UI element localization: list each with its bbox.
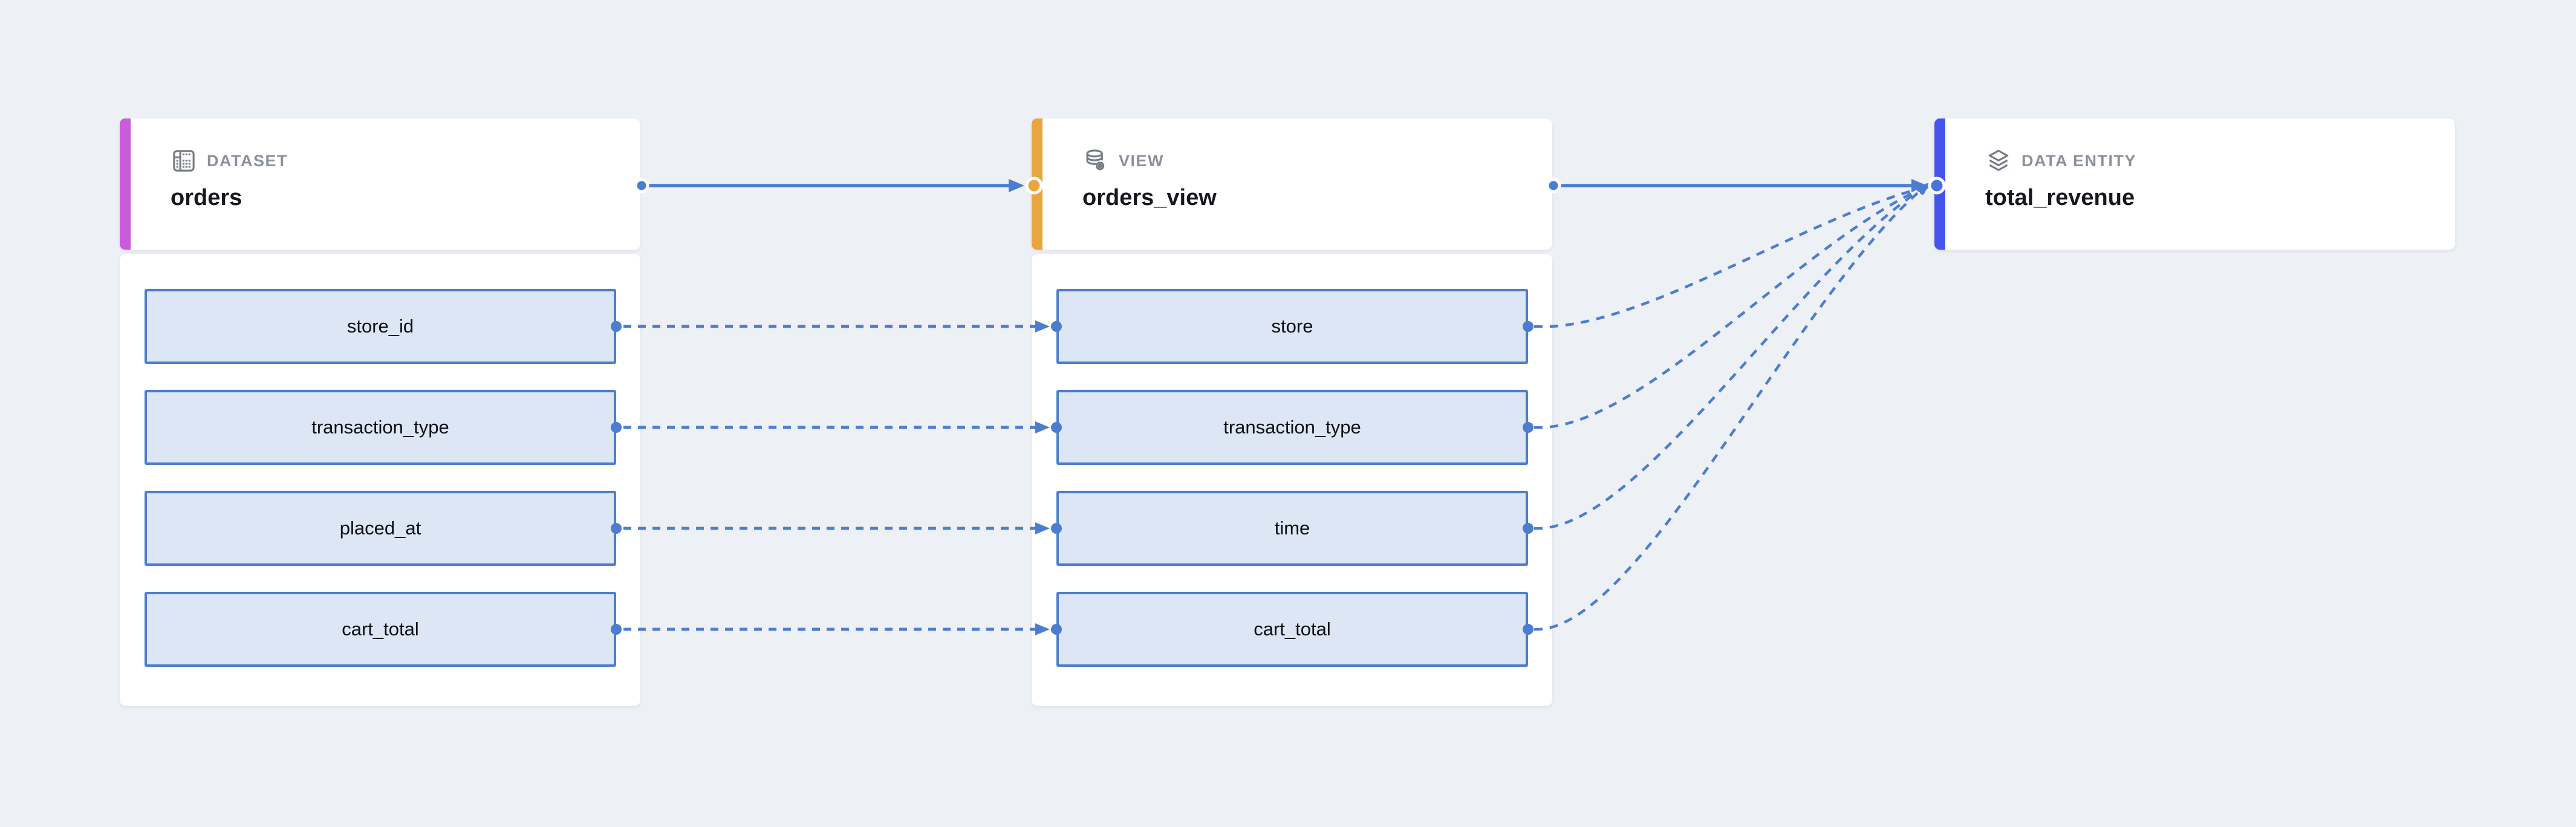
- field-orders_view-cart_total[interactable]: cart_total: [1056, 592, 1528, 667]
- edge-orders-cart_total-to-orders_view-cart_total-target-dot: [1051, 624, 1062, 635]
- table-icon: [173, 150, 195, 172]
- node-title: orders_view: [1082, 185, 1217, 210]
- field-label: store: [1271, 316, 1313, 337]
- edge-orders-store_id-to-orders_view-store-source-dot: [611, 321, 622, 332]
- node-title: total_revenue: [1985, 185, 2135, 210]
- edge-orders-transaction_type-to-orders_view-transaction_type-source-dot: [611, 422, 622, 433]
- field-label: transaction_type: [1223, 417, 1361, 438]
- edge-orders_view-time-to-total_revenue-source-dot: [1523, 523, 1534, 534]
- node-type-label: DATASET: [207, 151, 288, 170]
- edge-orders-to-orders_view-source-dot: [634, 178, 649, 193]
- field-orders-cart_total[interactable]: cart_total: [145, 592, 616, 667]
- field-label: transaction_type: [311, 417, 449, 438]
- edge-orders-cart_total-to-orders_view-cart_total-arrowhead: [1035, 623, 1050, 635]
- node-orders-body: store_id transaction_type placed_at cart…: [120, 254, 640, 706]
- field-label: cart_total: [342, 618, 419, 640]
- edge-orders_view-to-total_revenue-source-dot: [1546, 178, 1561, 193]
- edge-orders-placed_at-to-orders_view-time-arrowhead: [1035, 522, 1050, 534]
- edge-orders_view-store-to-total_revenue-source-dot: [1523, 321, 1534, 332]
- node-type-label: VIEW: [1119, 151, 1165, 170]
- node-type-label: DATA ENTITY: [2021, 151, 2136, 170]
- dataset-accent-bar: [120, 118, 131, 250]
- field-orders_view-store[interactable]: store: [1056, 289, 1528, 364]
- handle-total_revenue: [1928, 177, 1946, 195]
- node-title: orders: [171, 185, 242, 210]
- edge-orders_view-store-to-total_revenue[interactable]: [1534, 186, 1925, 328]
- node-total_revenue-header[interactable]: DATA ENTITY total_revenue: [1934, 118, 2455, 250]
- handle-orders_view: [1025, 177, 1043, 195]
- field-orders_view-transaction_type[interactable]: transaction_type: [1056, 390, 1528, 465]
- field-orders-transaction_type[interactable]: transaction_type: [145, 390, 616, 465]
- field-label: cart_total: [1254, 618, 1331, 640]
- edge-orders_view-to-total_revenue-arrowhead: [1911, 179, 1927, 192]
- node-orders_view-header[interactable]: VIEW orders_view: [1032, 118, 1552, 250]
- node-orders_view-body: store transaction_type time cart_total: [1032, 254, 1552, 706]
- field-orders-store_id[interactable]: store_id: [145, 289, 616, 364]
- edge-orders_view-transaction_type-to-total_revenue-source-dot: [1523, 422, 1534, 433]
- edge-orders-cart_total-to-orders_view-cart_total-source-dot: [611, 624, 622, 635]
- edge-orders_view-transaction_type-to-total_revenue[interactable]: [1534, 186, 1925, 429]
- edge-orders-transaction_type-to-orders_view-transaction_type-arrowhead: [1035, 421, 1050, 433]
- edge-orders_view-cart_total-to-total_revenue[interactable]: [1534, 186, 1925, 631]
- field-label: store_id: [346, 316, 414, 337]
- field-label: time: [1274, 517, 1310, 539]
- edge-orders-transaction_type-to-orders_view-transaction_type-target-dot: [1051, 422, 1062, 433]
- edge-orders-store_id-to-orders_view-store-target-dot: [1051, 321, 1062, 332]
- field-orders_view-time[interactable]: time: [1056, 491, 1528, 566]
- database-view-icon: [1086, 149, 1105, 170]
- edge-orders_view-cart_total-to-total_revenue-source-dot: [1523, 624, 1534, 635]
- layers-icon: [1988, 149, 2009, 171]
- edge-orders-placed_at-to-orders_view-time-source-dot: [611, 523, 622, 534]
- node-orders-header[interactable]: DATASET orders: [120, 118, 640, 250]
- field-label: placed_at: [339, 517, 421, 539]
- edge-orders-store_id-to-orders_view-store-arrowhead: [1035, 320, 1050, 332]
- edge-orders_view-time-to-total_revenue[interactable]: [1534, 186, 1925, 530]
- field-orders-placed_at[interactable]: placed_at: [145, 491, 616, 566]
- edge-orders-to-orders_view-arrowhead: [1009, 179, 1024, 192]
- edge-orders-placed_at-to-orders_view-time-target-dot: [1051, 523, 1062, 534]
